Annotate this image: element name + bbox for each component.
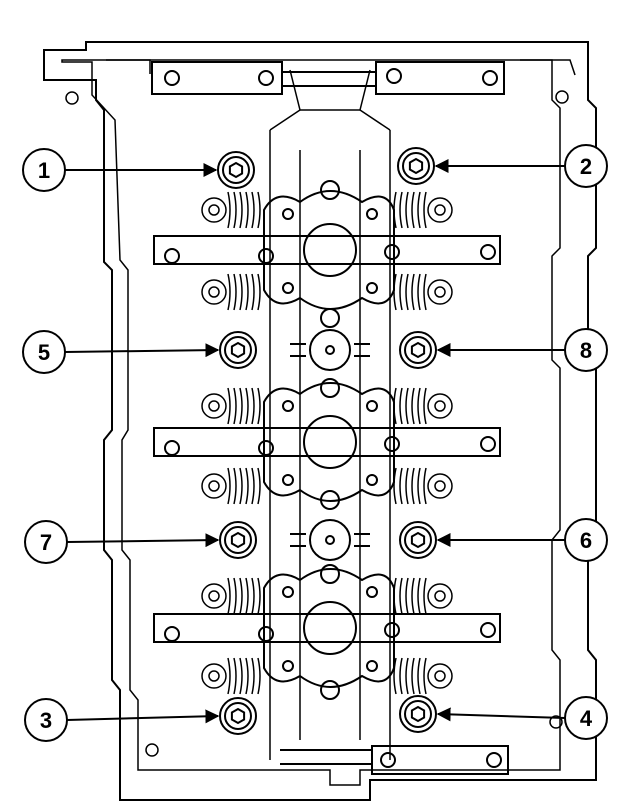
head-bolt-6	[399, 521, 437, 559]
bearing-cap-2	[153, 382, 501, 502]
bearing-cap-1	[153, 190, 501, 310]
oil-passage-2	[320, 308, 340, 328]
oil-passage-3	[320, 378, 340, 398]
callout-label: 8	[580, 338, 592, 363]
callout-8: 8	[436, 328, 608, 372]
hub-2	[290, 519, 370, 561]
bottom-cam-caps	[280, 745, 509, 775]
callout-7: 7	[24, 520, 220, 564]
callout-arrow	[66, 709, 220, 724]
head-bolt-5	[219, 331, 257, 369]
oil-passage-4	[320, 490, 340, 510]
oil-passage-1	[320, 180, 340, 200]
callout-label: 3	[40, 708, 52, 733]
head-bolt-4	[399, 695, 437, 733]
head-bolt-3	[219, 697, 257, 735]
callout-label: 2	[580, 154, 592, 179]
valve-springs	[201, 191, 453, 695]
hub-1	[290, 329, 370, 371]
valve-spring-5	[201, 387, 261, 425]
callout-5: 5	[22, 330, 220, 374]
callout-label: 7	[40, 530, 52, 555]
head-bolts	[217, 147, 437, 735]
head-bolt-2	[397, 147, 435, 185]
head-bolt-8	[399, 331, 437, 369]
valve-spring-11	[201, 657, 261, 695]
valve-spring-12	[393, 657, 453, 695]
callout-3: 3	[24, 698, 220, 742]
callout-label: 1	[38, 158, 50, 183]
valve-spring-3	[201, 273, 261, 311]
valve-spring-2	[393, 191, 453, 229]
valve-spring-9	[201, 577, 261, 615]
callout-arrow	[64, 343, 220, 358]
valve-spring-7	[201, 467, 261, 505]
callout-label: 5	[38, 340, 50, 365]
callout-6: 6	[436, 518, 608, 562]
valve-spring-10	[393, 577, 453, 615]
bearing-caps	[153, 180, 501, 700]
callout-2: 2	[434, 144, 608, 188]
head-outline	[43, 41, 597, 801]
head-bolt-7	[219, 521, 257, 559]
top-cam-caps	[151, 61, 505, 95]
valve-spring-8	[393, 467, 453, 505]
valve-spring-4	[393, 273, 453, 311]
callout-label: 6	[580, 528, 592, 553]
valve-spring-6	[393, 387, 453, 425]
callout-arrow	[436, 707, 566, 722]
callout-label: 4	[580, 706, 593, 731]
head-bolt-1	[217, 151, 255, 189]
oil-passage-5	[320, 564, 340, 584]
callouts: 1 2 5 8 7 6 3 4	[22, 144, 608, 742]
valve-spring-1	[201, 191, 261, 229]
oil-passage-6	[320, 680, 340, 700]
callout-arrow	[66, 533, 220, 548]
callout-1: 1	[22, 148, 218, 192]
callout-4: 4	[436, 696, 608, 740]
